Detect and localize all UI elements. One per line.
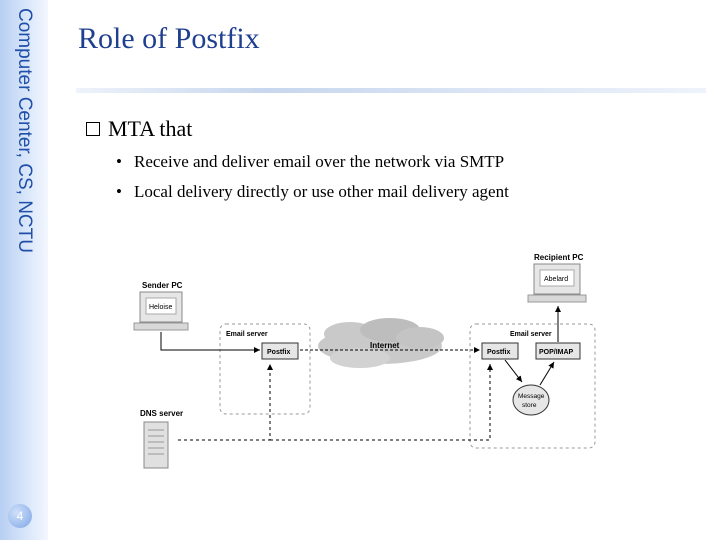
message-store-icon xyxy=(512,384,550,416)
bullet-dot-icon: • xyxy=(116,182,122,201)
sub-bullet: • Receive and deliver email over the netw… xyxy=(116,152,504,172)
internet-label: Internet xyxy=(370,341,400,350)
recipient-pc-label: Recipient PC xyxy=(534,253,584,262)
sender-pc-label: Sender PC xyxy=(142,281,183,290)
sub-bullet: • Local delivery directly or use other ma… xyxy=(116,182,509,202)
pop-imap-label: POP/IMAP xyxy=(539,349,574,356)
postfix-left-box xyxy=(261,342,299,360)
dns-server-label: DNS server xyxy=(140,409,183,418)
sidebar-org-text: Computer Center, CS, NCTU xyxy=(14,8,35,253)
email-server-left-box xyxy=(219,323,311,415)
message-store-label-2: store xyxy=(522,402,537,409)
postfix-left-label: Postfix xyxy=(267,349,290,356)
sender-screen-label: Heloise xyxy=(149,304,172,311)
checkbox-bullet-icon xyxy=(86,122,100,136)
sidebar: Computer Center, CS, NCTU 4 xyxy=(0,0,48,540)
sub-bullet-text: Local delivery directly or use other mai… xyxy=(134,182,509,201)
dns-server-icon xyxy=(143,421,169,469)
email-server-right-label: Email server xyxy=(510,331,552,338)
message-store-label-1: Message xyxy=(518,393,545,400)
pop-imap-box xyxy=(535,342,581,360)
title-divider xyxy=(76,88,706,93)
recipient-pc-icon: Abelard xyxy=(527,263,587,303)
bullet-dot-icon: • xyxy=(116,152,122,171)
slide-title: Role of Postfix xyxy=(78,22,260,55)
page-number-badge: 4 xyxy=(8,504,32,528)
internet-cloud-icon xyxy=(318,318,444,368)
sub-bullet-text: Receive and deliver email over the netwo… xyxy=(134,152,505,171)
postfix-right-box xyxy=(481,342,519,360)
sender-pc-icon: Heloise xyxy=(133,291,189,331)
main-bullet-text: MTA that xyxy=(108,116,193,141)
postfix-right-label: Postfix xyxy=(487,349,510,356)
email-server-right-box xyxy=(469,323,596,449)
recipient-screen-label: Abelard xyxy=(544,276,568,283)
postfix-role-diagram: Sender PC Heloise Email server Postfix I… xyxy=(133,253,596,469)
email-server-left-label: Email server xyxy=(226,331,268,338)
main-bullet: MTA that xyxy=(86,116,192,142)
